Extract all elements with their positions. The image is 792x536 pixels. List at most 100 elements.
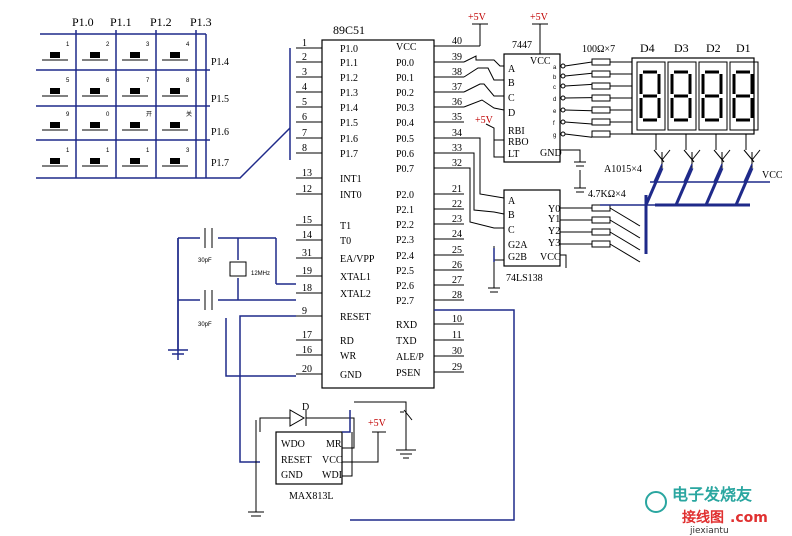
mcu-pin-label: PSEN [396,368,420,379]
diode-label: D [302,402,309,413]
mcu-pin-label: P1.3 [340,88,358,99]
decoder-138-name: 74LS138 [506,273,543,284]
keypad-key[interactable]: 关 [162,110,192,131]
keypad-key-label: 8 [186,78,190,84]
keypad-bus [210,48,291,179]
keypad-key-label: 7 [146,78,150,84]
keypad-col-label: P1.3 [190,15,212,29]
watermark-text: 电子发烧友 [672,485,753,504]
keypad-key[interactable]: 1 [122,148,150,167]
keypad-col-label: P1.2 [150,15,172,29]
keypad-key-label: 9 [66,112,70,118]
resistor [591,228,611,236]
keypad-key[interactable]: 3 [162,148,190,167]
resistor [591,58,611,66]
keypad-key[interactable]: 8 [162,78,190,97]
mcu-pin-number: 10 [452,314,462,325]
wd-pin: MR [326,439,342,450]
mcu-pin-label: TXD [396,336,417,347]
seven-seg-digit [667,61,697,131]
keypad-key-label: 开 [146,111,152,118]
mcu-pin-number: 35 [452,112,462,123]
decoder-7447-pin: RBI [508,126,525,137]
seven-seg-digit [729,61,759,131]
mcu-pin-number: 4 [302,82,307,93]
decoder-138-pin: A [508,196,516,207]
mcu-pin-label: P2.0 [396,190,414,201]
wd-pin: RESET [281,455,312,466]
seven-seg-displays: D4 D3 D2 D1 [631,41,759,135]
keypad-key[interactable]: 3 [122,42,150,61]
supply-label: +5V [368,418,387,429]
resistor [591,118,611,126]
mcu-pin-number: 24 [452,229,462,240]
keypad-key[interactable]: 1 [42,148,70,167]
mcu-pin-number: 39 [452,52,462,63]
decoder-138-pin: Y2 [548,226,560,237]
decoder-7447-output: f [553,121,555,127]
keypad-key[interactable]: 7 [122,78,150,97]
mcu-pin-label: P1.5 [340,118,358,129]
keypad-key[interactable]: 1 [42,42,70,61]
mcu-pin-number: 18 [302,283,312,294]
mcu-pin-number: 9 [302,306,307,317]
mcu-pin-number: 7 [302,128,307,139]
mcu-pin-label: P1.0 [340,44,358,55]
keypad-key[interactable]: 6 [82,78,110,97]
decoder-138-pin: G2A [508,240,528,251]
keypad-row-label: P1.6 [211,127,229,138]
pnp-transistor [704,134,731,206]
mcu-pin-label: RXD [396,320,417,331]
mcu-pin-label: P2.2 [396,220,414,231]
decoder-74ls138: A B C G2A G2B Y0 Y1 Y2 Y3 VCC 74LS138 [503,189,561,284]
decoder-138-pin: Y0 [548,204,560,215]
decoder-7447-pin: D [508,108,515,119]
mcu-pin-number: 31 [302,248,312,259]
mcu-pin-label: P2.6 [396,281,414,292]
decoder-138-pin: B [508,210,515,221]
mcu-pin-number: 13 [302,168,312,179]
mcu-pin-number: 33 [452,143,462,154]
mcu-pin-label: P0.0 [396,58,414,69]
vcc-label: VCC [762,170,783,181]
keypad-key[interactable]: 开 [122,111,152,131]
mcu-pin-label: GND [340,370,362,381]
keypad-key[interactable]: 4 [162,42,190,61]
keypad-key-label: 1 [66,42,70,48]
decoder-7447-output: b [553,75,557,81]
keypad-key[interactable]: 9 [42,112,70,131]
supply-label: +5V [468,12,487,23]
keypad-key[interactable]: 5 [42,78,70,97]
keypad: P1.0 P1.1 P1.2 P1.3 P1.4 P1.5 P1.6 P1.7 … [36,15,229,179]
keypad-col-label: P1.1 [110,15,132,29]
keypad-key-label: 6 [106,78,110,84]
wd-pin: WDO [281,439,305,450]
mcu-pin-number: 8 [302,143,307,154]
decoder-7447-pin: GND [540,148,562,159]
keypad-key-label: 4 [186,42,190,48]
decoder-7447-pin: C [508,93,515,104]
cap-label: 30pF [198,322,212,328]
mcu-pin-number: 38 [452,67,462,78]
mcu-pin-label: P2.3 [396,235,414,246]
decoder-7447-pin: A [508,64,516,75]
crystal-label: 12MHz [251,271,270,277]
keypad-key[interactable]: 2 [82,42,110,61]
mcu-pin-label: EA/VPP [340,254,375,265]
pnp-transistor [674,134,701,206]
mcu-pin-number: 23 [452,214,462,225]
decoder-7447-output: g [553,133,556,139]
digit-label: D2 [706,41,721,55]
keypad-key[interactable]: 0 [82,112,110,131]
resistor [591,106,611,114]
mcu-pin-number: 14 [302,230,312,241]
keypad-key[interactable]: 1 [82,148,110,167]
mcu-pin-number: 26 [452,260,462,271]
seven-seg-digit [698,61,728,131]
resistor [591,70,611,78]
resistor [591,204,611,212]
mcu-pin-number: 36 [452,97,462,108]
resistor [591,216,611,224]
mcu-pin-label: P1.2 [340,73,358,84]
keypad-key-label: 2 [106,42,110,48]
